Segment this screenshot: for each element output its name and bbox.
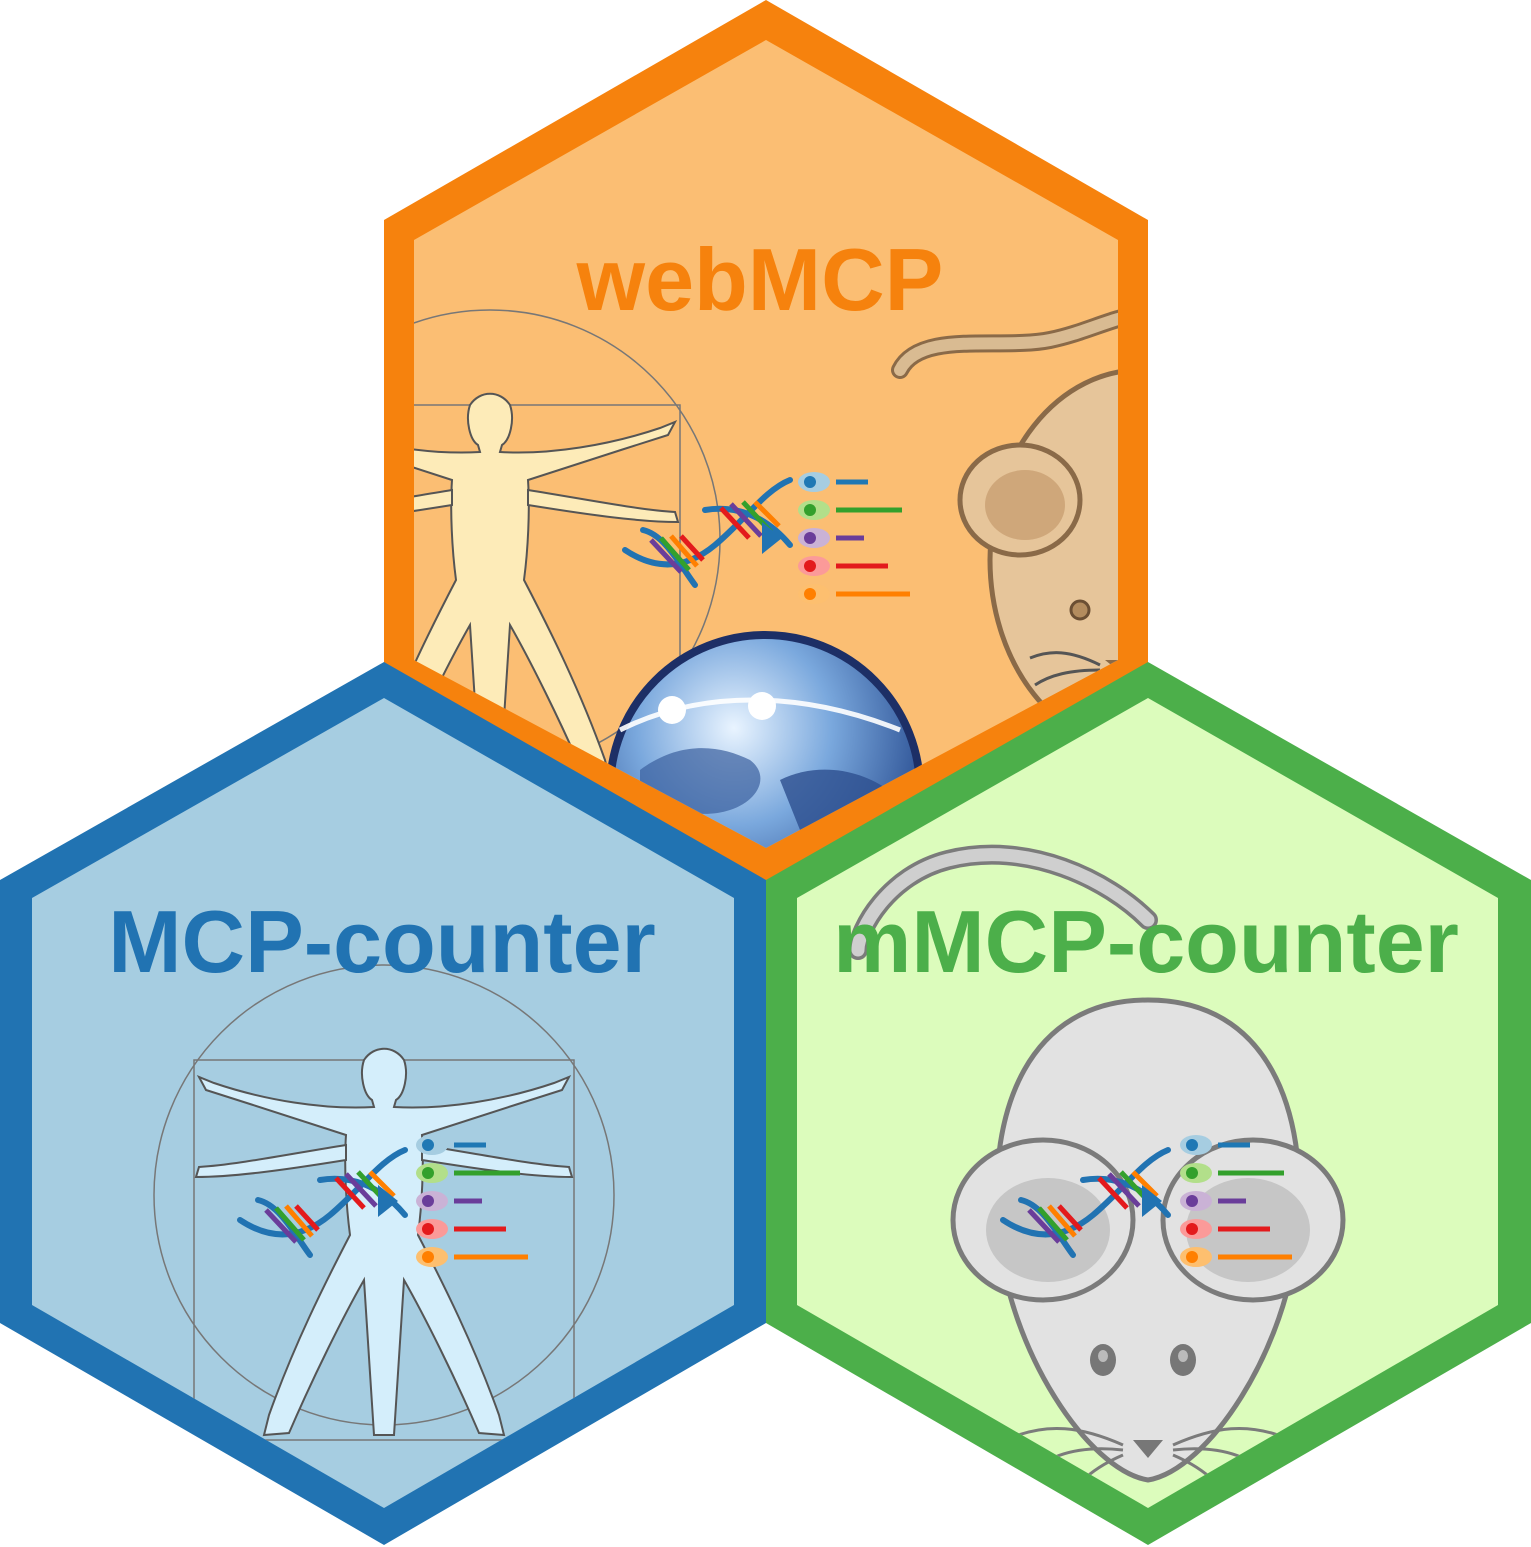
- arrow-right-icon: [1142, 1185, 1162, 1217]
- hex-mmcp-counter-title: mMCP-counter: [833, 892, 1459, 991]
- arrow-right-icon: [378, 1185, 398, 1217]
- hex-webmcp-fill: [414, 40, 1118, 848]
- hex-mcp-counter: MCP-counter: [0, 662, 766, 1545]
- hex-webmcp-title: webMCP: [576, 230, 944, 329]
- arrow-right-icon: [762, 522, 782, 554]
- hex-webmcp: webMCP: [384, 0, 1148, 885]
- hex-mmcp-counter: mMCP-counter: [766, 662, 1531, 1545]
- hex-mcp-counter-title: MCP-counter: [108, 892, 656, 991]
